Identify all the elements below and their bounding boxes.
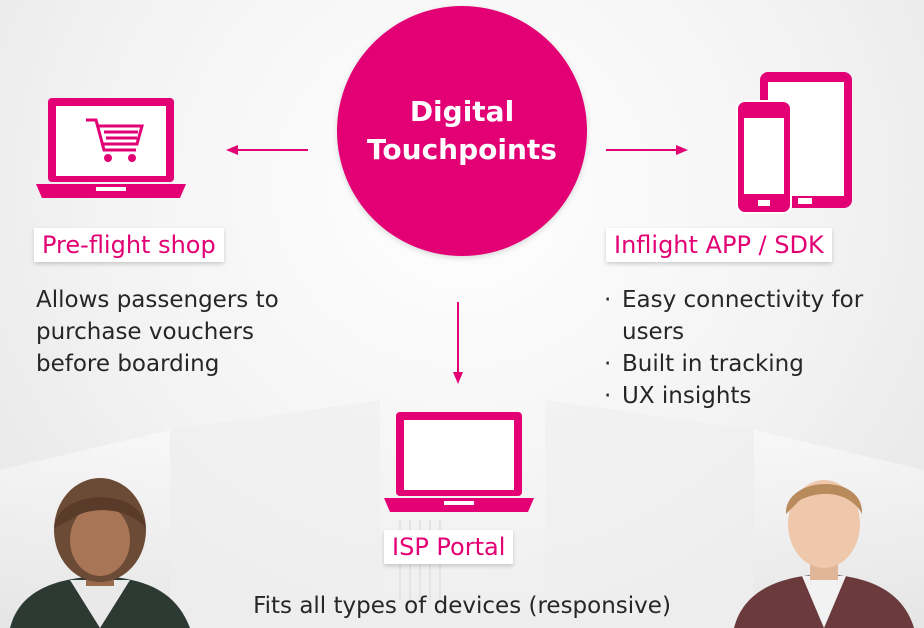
feature-item: UX insights [604,380,894,412]
arrow-down-icon [453,302,463,384]
hub-title-line2: Touchpoints [367,133,557,166]
inflight-app-label: Inflight APP / SDK [606,228,832,262]
inflight-feature-list: Easy connectivity for users Built in tra… [604,284,894,412]
description-line: purchase vouchers [36,319,254,345]
pre-flight-description: Allows passengers to purchase vouchers b… [36,284,336,380]
pre-flight-shop-label: Pre-flight shop [34,228,224,262]
arrow-left-icon [226,145,308,155]
feature-item: Easy connectivity for users [604,284,894,348]
description-line: Allows passengers to [36,287,279,313]
digital-touchpoints-hub: Digital Touchpoints [337,6,587,256]
tablet-phone-icon [736,72,852,214]
laptop-cart-icon [36,98,186,198]
feature-item: Built in tracking [604,348,894,380]
description-line: before boarding [36,351,220,377]
woman-avatar [10,478,190,628]
arrow-right-icon [606,145,688,155]
laptop-icon [384,412,534,512]
hub-title-line1: Digital [409,95,515,128]
man-avatar [734,480,914,628]
isp-portal-description: Fits all types of devices (responsive) [253,593,671,619]
isp-portal-label: ISP Portal [384,530,514,564]
